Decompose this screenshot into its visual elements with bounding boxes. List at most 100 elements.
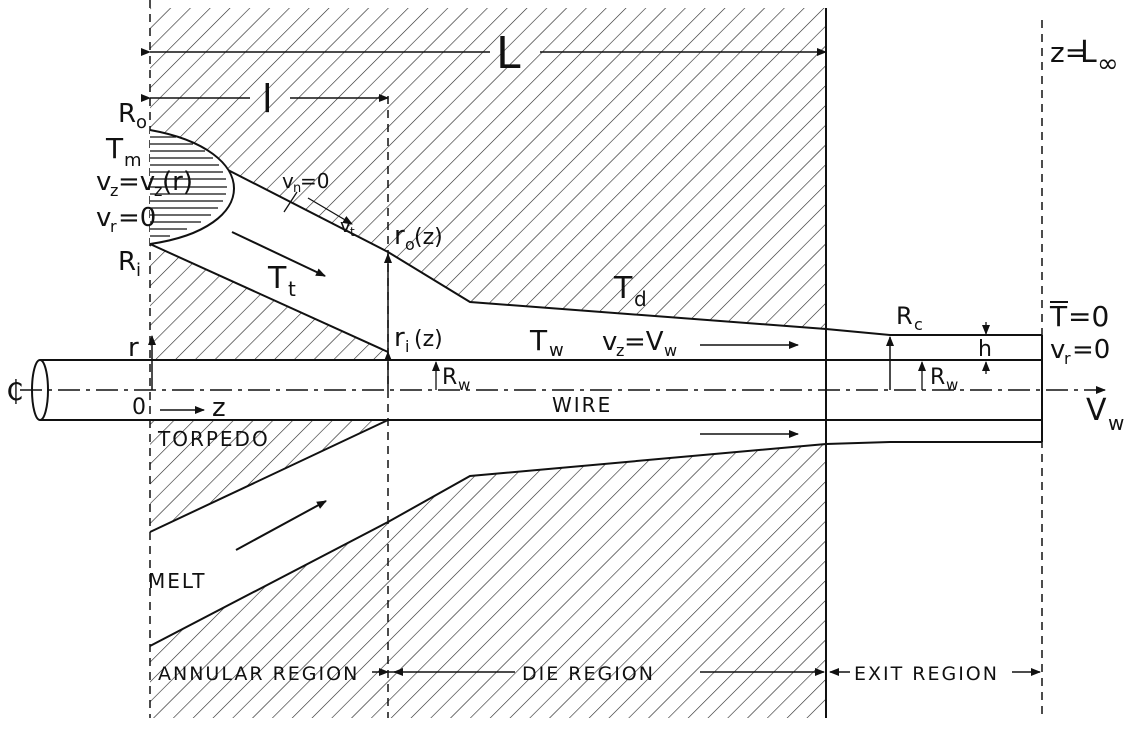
svg-text:t: t — [288, 277, 296, 301]
label-annular-region: ANNULAR REGION — [158, 663, 357, 685]
svg-text:h: h — [978, 337, 992, 362]
svg-text:T: T — [105, 132, 124, 165]
svg-text:o: o — [136, 112, 147, 133]
svg-text:w: w — [946, 376, 958, 394]
svg-text:i: i — [405, 337, 409, 356]
svg-text:(r): (r) — [162, 167, 193, 197]
label-Vw: V w — [1086, 393, 1124, 435]
svg-text:c: c — [914, 315, 923, 334]
svg-text:∞: ∞ — [1097, 49, 1119, 79]
label-ri-z: r i (z) — [394, 323, 443, 356]
label-vz-profile: v z =v z (r) — [96, 167, 193, 200]
section-dashed-lines — [149, 0, 1043, 718]
svg-text:TORPEDO: TORPEDO — [157, 427, 270, 451]
label-Rw-die: R w — [442, 365, 470, 394]
label-Tt: T t — [267, 261, 296, 301]
svg-text:=0: =0 — [1068, 300, 1109, 333]
svg-text:T: T — [1049, 300, 1068, 333]
svg-text:=0: =0 — [300, 169, 329, 193]
svg-text:i: i — [136, 260, 141, 281]
label-L: L — [496, 28, 521, 79]
label-vn-zero: v n =0 — [282, 169, 329, 196]
label-vz-Vw: v z =V w — [602, 327, 677, 360]
label-vr-zero: v r =0 — [96, 203, 156, 236]
label-origin: 0 — [132, 395, 146, 420]
svg-text:T: T — [613, 271, 633, 306]
svg-text:T: T — [267, 261, 287, 296]
svg-text:r: r — [110, 217, 117, 236]
svg-text:m: m — [124, 150, 142, 171]
label-Tbar-zero: T =0 — [1049, 300, 1109, 333]
svg-text:R: R — [442, 365, 457, 390]
svg-text:r: r — [1064, 349, 1071, 368]
svg-text:WIRE: WIRE — [552, 393, 612, 417]
svg-text:z: z — [616, 341, 624, 360]
label-vr-zero-exit: v r =0 — [1050, 335, 1110, 368]
svg-text:₵: ₵ — [6, 374, 24, 407]
svg-text:T: T — [529, 324, 548, 357]
svg-text:o: o — [405, 235, 415, 254]
die-upper-hatch — [150, 8, 826, 329]
label-Rw-exit: R w — [930, 365, 958, 394]
svg-text:0: 0 — [132, 395, 146, 420]
label-melt: MELT — [148, 569, 207, 593]
label-Rc: R c — [896, 302, 923, 334]
svg-text:v: v — [96, 167, 111, 197]
label-Ri: R i — [118, 247, 141, 281]
velocity-profile — [149, 129, 235, 245]
die-lower-hatch — [150, 444, 826, 718]
svg-text:R: R — [896, 302, 913, 330]
flow-arrows — [231, 191, 799, 551]
label-Tm: T m — [105, 132, 142, 171]
label-Tw: T w — [529, 324, 564, 361]
svg-text:v: v — [282, 169, 294, 193]
svg-text:=V: =V — [624, 327, 664, 357]
label-die-region: DIE REGION — [522, 663, 655, 685]
svg-text:z: z — [110, 181, 118, 200]
label-h: h — [978, 337, 992, 362]
svg-text:L: L — [496, 28, 521, 79]
svg-text:(z): (z) — [414, 225, 443, 250]
svg-text:=0: =0 — [118, 203, 156, 233]
svg-text:t: t — [350, 225, 355, 239]
svg-text:MELT: MELT — [148, 569, 207, 593]
torpedo-upper-hatch — [150, 244, 388, 360]
svg-text:=v: =v — [118, 167, 155, 197]
svg-text:DIE REGION: DIE REGION — [522, 663, 655, 685]
svg-text:v: v — [340, 216, 351, 237]
label-l: l — [262, 77, 273, 121]
svg-text:w: w — [549, 340, 564, 361]
svg-text:v: v — [96, 203, 111, 233]
svg-text:=0: =0 — [1072, 335, 1110, 365]
svg-text:z: z — [154, 181, 162, 200]
svg-text:R: R — [118, 247, 136, 277]
label-r-axis: r — [128, 333, 139, 363]
svg-text:v: v — [602, 327, 617, 357]
label-ro-z: r o (z) — [394, 221, 443, 254]
svg-text:r: r — [394, 221, 405, 251]
svg-text:V: V — [1086, 393, 1107, 428]
svg-text:R: R — [118, 99, 136, 129]
svg-text:n: n — [293, 181, 301, 196]
svg-text:v: v — [1050, 335, 1065, 365]
label-z-axis: z — [160, 393, 226, 423]
svg-text:z=: z= — [1050, 36, 1088, 69]
svg-text:L: L — [1080, 35, 1097, 70]
label-Td: T d — [613, 271, 647, 311]
svg-text:EXIT REGION: EXIT REGION — [854, 663, 999, 685]
svg-text:w: w — [664, 341, 677, 360]
label-Ro: R o — [118, 99, 147, 133]
boundary-lines — [149, 8, 1042, 718]
label-z-L-infinity: z= L ∞ — [1050, 35, 1119, 79]
svg-text:w: w — [1108, 411, 1124, 435]
svg-text:(z): (z) — [414, 327, 443, 352]
label-centerline-symbol: ₵ — [6, 374, 24, 407]
svg-text:d: d — [634, 287, 647, 311]
label-torpedo: TORPEDO — [157, 427, 270, 451]
label-vt: v t — [340, 216, 355, 239]
svg-text:l: l — [262, 77, 273, 121]
label-exit-region: EXIT REGION — [854, 663, 999, 685]
svg-text:r: r — [128, 333, 139, 363]
